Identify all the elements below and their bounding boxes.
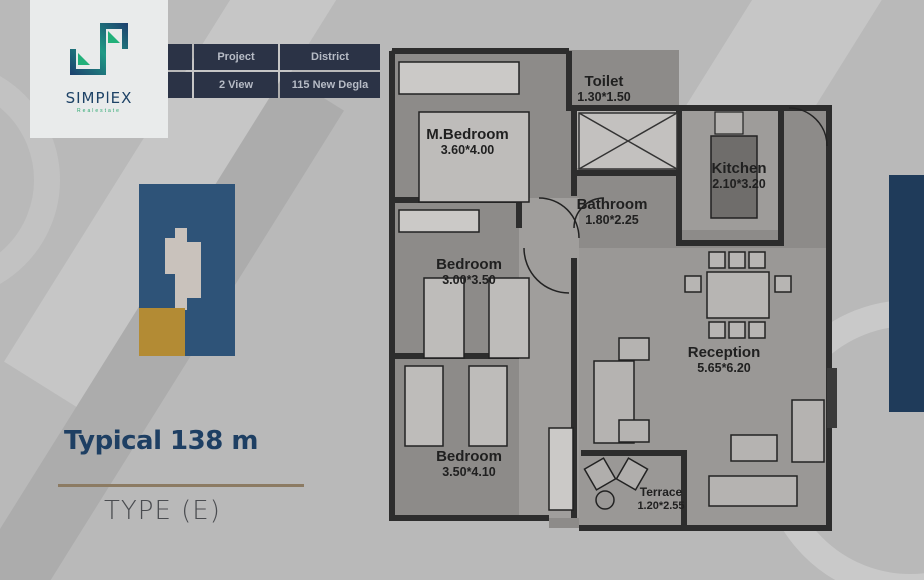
room-dims: 1.30*1.50 (577, 90, 631, 105)
room-bathroom: Bathroom 1.80*2.25 (567, 196, 657, 228)
logo-mark-icon (66, 19, 132, 85)
floor-plan-drawing (389, 48, 837, 531)
room-name: Terrace (639, 485, 683, 499)
key-plan-core (187, 242, 201, 298)
brand-name: SIMPlEX (65, 88, 133, 107)
room-dims: 2.10*3.20 (712, 177, 766, 192)
room-name: Toilet (584, 73, 624, 90)
room-dims: 3.50*4.10 (442, 465, 496, 480)
room-dims: 1.20*2.55 (637, 499, 685, 512)
floor-plan: M.Bedroom 3.60*4.00 Toilet 1.30*1.50 Kit… (389, 48, 839, 531)
room-dims: 3.60*4.00 (440, 143, 495, 158)
brand-logo: SIMPlEX Realestate (30, 0, 168, 138)
room-kitchen: Kitchen 2.10*3.20 (694, 160, 784, 192)
room-dims: 3.00*3.50 (442, 273, 496, 288)
room-terrace: Terrace 1.20*2.55 (621, 485, 701, 512)
key-plan-unit-highlight (139, 308, 185, 356)
room-name: M.Bedroom (426, 126, 509, 143)
room-name: Bedroom (436, 256, 502, 273)
key-plan-core (165, 238, 177, 274)
room-name: Bedroom (436, 448, 502, 465)
room-reception: Reception 5.65*6.20 (669, 344, 779, 376)
value-project: 2 View (194, 72, 278, 98)
room-name: Kitchen (711, 160, 767, 177)
room-name: Bathroom (576, 196, 648, 213)
room-bedroom-2: Bedroom 3.00*3.50 (419, 256, 519, 288)
room-master-bedroom: M.Bedroom 3.60*4.00 (405, 126, 530, 158)
room-toilet: Toilet 1.30*1.50 (569, 73, 639, 105)
header-district: District (280, 44, 380, 70)
room-bedroom-3: Bedroom 3.50*4.10 (419, 448, 519, 480)
key-plan-core (175, 228, 187, 310)
header-project: Project (194, 44, 278, 70)
brand-subtitle: Realestate (77, 107, 121, 114)
room-dims: 5.65*6.20 (697, 361, 751, 376)
key-plan (139, 184, 235, 356)
unit-type-label: TYPE (E) (104, 496, 221, 526)
value-district: 115 New Degla (280, 72, 380, 98)
unit-area-label: Typical 138 m (64, 426, 258, 456)
room-name: Reception (687, 344, 761, 361)
room-dims: 1.80*2.25 (585, 213, 639, 228)
side-accent-block (889, 175, 924, 412)
title-divider (58, 484, 304, 487)
